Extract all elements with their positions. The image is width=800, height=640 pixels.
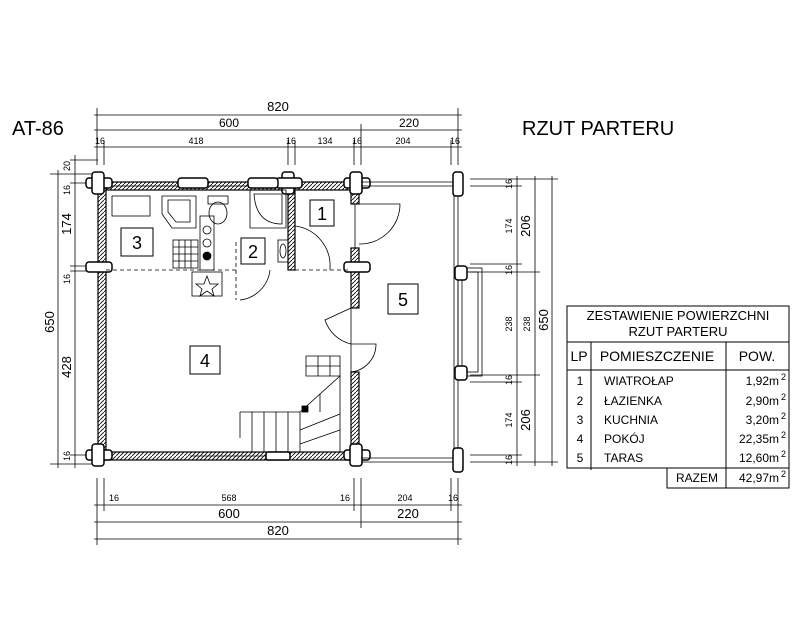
- terrace: [361, 181, 483, 463]
- left-dimensions: [50, 155, 98, 468]
- room-number-2: 2: [248, 242, 258, 262]
- dim-top-total: 820: [267, 99, 289, 114]
- row-area: 22,35m: [739, 432, 779, 446]
- dim-bottom-small: 568: [221, 493, 236, 503]
- dim-left-small: 16: [62, 451, 72, 461]
- room-number-5: 5: [398, 290, 408, 310]
- dim-right-total: 650: [536, 309, 551, 331]
- dim-right-mid: 206: [518, 409, 533, 431]
- row-lp: 1: [577, 374, 584, 388]
- table-row: 5 TARAS 12,60m 2: [577, 449, 786, 465]
- dim-left-small: 16: [62, 274, 72, 284]
- bottom-dimensions: [94, 478, 462, 545]
- terrace-posts: [452, 171, 468, 473]
- area-table: ZESTAWIENIE POWIERZCHNI RZUT PARTERU LP …: [566, 305, 790, 489]
- dim-top-small: 16: [95, 136, 105, 146]
- col-header-lp: LP: [570, 348, 587, 364]
- row-area-sup: 2: [781, 372, 786, 382]
- log-ends: [85, 171, 371, 467]
- dim-top-small: 204: [395, 136, 410, 146]
- dim-left-small: 428: [59, 356, 74, 378]
- dim-top-small: 16: [352, 136, 362, 146]
- dim-top-small: 16: [286, 136, 296, 146]
- total-label: RAZEM: [676, 471, 718, 485]
- dim-bottom-small: 204: [397, 493, 412, 503]
- table-row: 2 ŁAZIENKA 2,90m 2: [577, 392, 786, 408]
- row-area: 3,20m: [746, 413, 779, 427]
- row-name: WIATROŁAP: [604, 374, 674, 388]
- row-area: 2,90m: [746, 394, 779, 408]
- row-lp: 2: [577, 394, 584, 408]
- row-area-sup: 2: [781, 449, 786, 459]
- row-lp: 4: [577, 432, 584, 446]
- dim-bottom-total: 820: [267, 523, 289, 538]
- dim-top-mid-1: 600: [219, 116, 239, 130]
- dim-top-small: 134: [317, 136, 332, 146]
- col-header-room: POMIESZCZENIE: [600, 348, 714, 364]
- dim-right-small: 238: [504, 316, 514, 331]
- dim-right-small: 16: [504, 179, 514, 189]
- dim-bottom-small: 16: [448, 493, 458, 503]
- dim-bottom-mid-1: 600: [218, 506, 240, 521]
- row-lp: 3: [577, 413, 584, 427]
- dim-top-small: 16: [450, 136, 460, 146]
- dim-right-small: 16: [504, 455, 514, 465]
- row-area: 1,92m: [746, 374, 779, 388]
- total-value-sup: 2: [781, 469, 786, 479]
- dim-left-total: 650: [42, 311, 57, 333]
- dim-bottom-mid-2: 220: [397, 506, 419, 521]
- room-number-1: 1: [317, 204, 327, 224]
- table-title-2: RZUT PARTERU: [629, 324, 728, 339]
- kitchen-fixtures: [111, 195, 229, 297]
- dim-bottom-small: 16: [109, 493, 119, 503]
- row-name: POKÓJ: [604, 431, 645, 446]
- table-row: 1 WIATROŁAP 1,92m 2: [577, 372, 786, 388]
- right-dimensions: [470, 176, 558, 466]
- room-labels: 1 2 3 4 5: [120, 199, 419, 375]
- row-name: KUCHNIA: [604, 413, 658, 427]
- total-value: 42,97m: [739, 471, 779, 485]
- windows: [112, 185, 266, 457]
- dim-left-small: 16: [62, 185, 72, 195]
- bathroom-fixtures: [249, 189, 289, 263]
- dim-top-small: 418: [188, 136, 203, 146]
- table-title-1: ZESTAWIENIE POWIERZCHNI: [587, 308, 770, 323]
- dim-bottom-small: 16: [340, 493, 350, 503]
- dim-right-small: 174: [504, 412, 514, 427]
- dim-left-small: 174: [59, 213, 74, 235]
- dim-right-small: 174: [504, 218, 514, 233]
- dim-right-small: 16: [504, 375, 514, 385]
- row-area-sup: 2: [781, 411, 786, 421]
- row-name: TARAS: [604, 451, 643, 465]
- stairs: [239, 355, 341, 452]
- table-row: 3 KUCHNIA 3,20m 2: [577, 411, 786, 427]
- plan-title: RZUT PARTERU: [522, 118, 674, 140]
- row-lp: 5: [577, 451, 584, 465]
- row-name: ŁAZIENKA: [604, 394, 662, 408]
- dim-top-mid-2: 220: [399, 116, 419, 130]
- row-area: 12,60m: [739, 451, 779, 465]
- room-number-3: 3: [132, 233, 142, 253]
- table-row: 4 POKÓJ 22,35m 2: [577, 430, 786, 446]
- project-code: AT-86: [12, 118, 64, 140]
- dim-right-mid: 206: [518, 215, 533, 237]
- dim-right-mid: 238: [522, 316, 532, 331]
- top-dimensions: [94, 108, 462, 165]
- row-area-sup: 2: [781, 392, 786, 402]
- dim-right-small: 16: [504, 265, 514, 275]
- col-header-area: POW.: [739, 348, 776, 364]
- doors: [239, 203, 401, 373]
- room-number-4: 4: [200, 351, 210, 371]
- dim-left-small: 20: [62, 161, 72, 171]
- row-area-sup: 2: [781, 430, 786, 440]
